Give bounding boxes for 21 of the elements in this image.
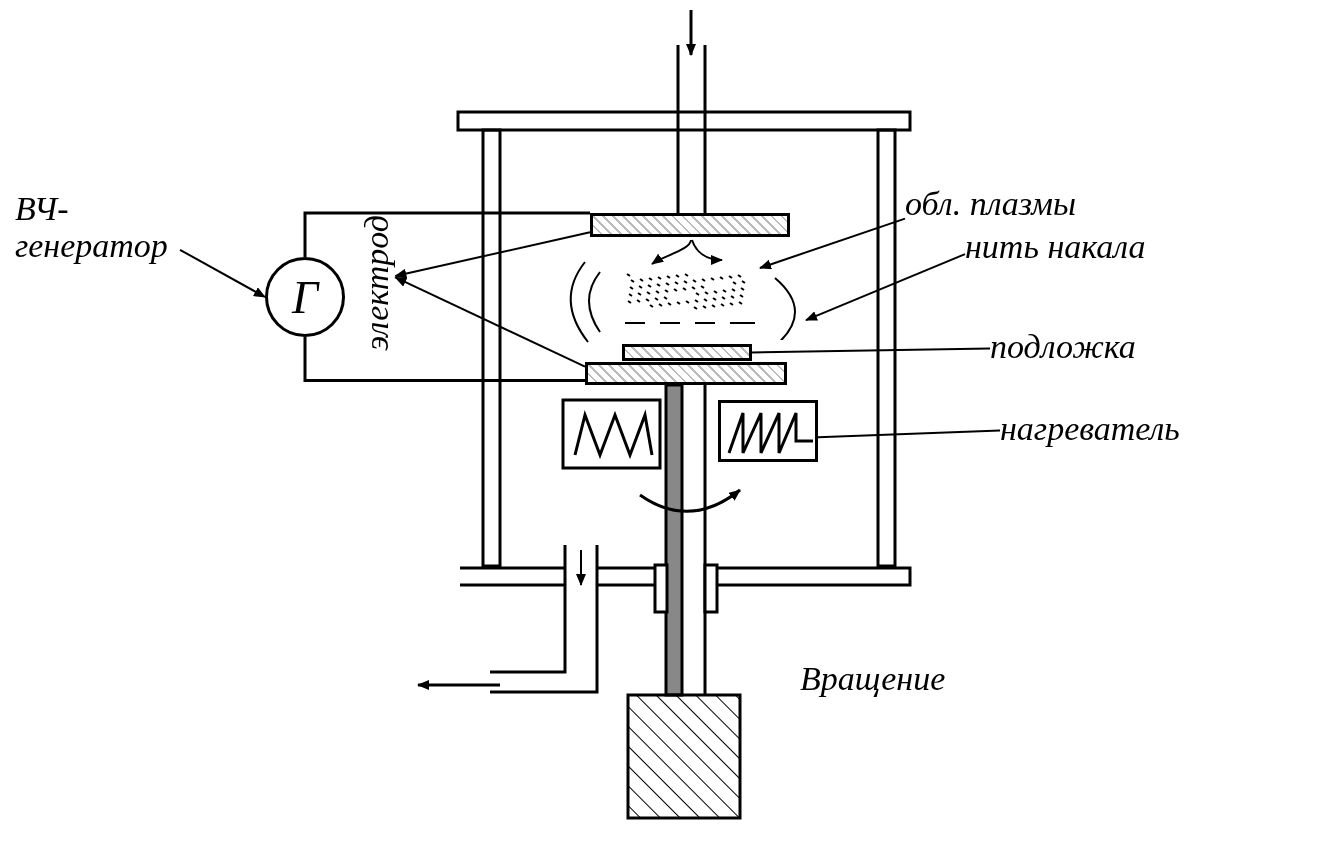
substrate	[622, 344, 752, 361]
generator-label: ВЧ-генератор	[15, 190, 180, 265]
leader-line	[751, 347, 991, 354]
generator-symbol: Г	[265, 257, 345, 337]
arrow	[759, 217, 906, 270]
plasma-label: обл. плазмы	[905, 185, 1076, 223]
rotation-label: Вращение	[800, 660, 946, 698]
wire	[303, 211, 590, 257]
arrow	[394, 231, 591, 279]
electrode-label: электрод	[358, 215, 396, 351]
wire	[303, 337, 585, 382]
filament-label: нить накала	[965, 228, 1146, 266]
heater-box	[718, 400, 818, 462]
arrow	[394, 276, 586, 368]
bottom-electrode	[585, 362, 787, 385]
arrow	[179, 248, 266, 298]
heater-label: нагреватель	[1000, 410, 1180, 448]
leader-line	[817, 429, 1001, 439]
arrow	[805, 253, 966, 322]
top-electrode	[590, 213, 790, 237]
substrate-label: подложка	[990, 328, 1136, 366]
